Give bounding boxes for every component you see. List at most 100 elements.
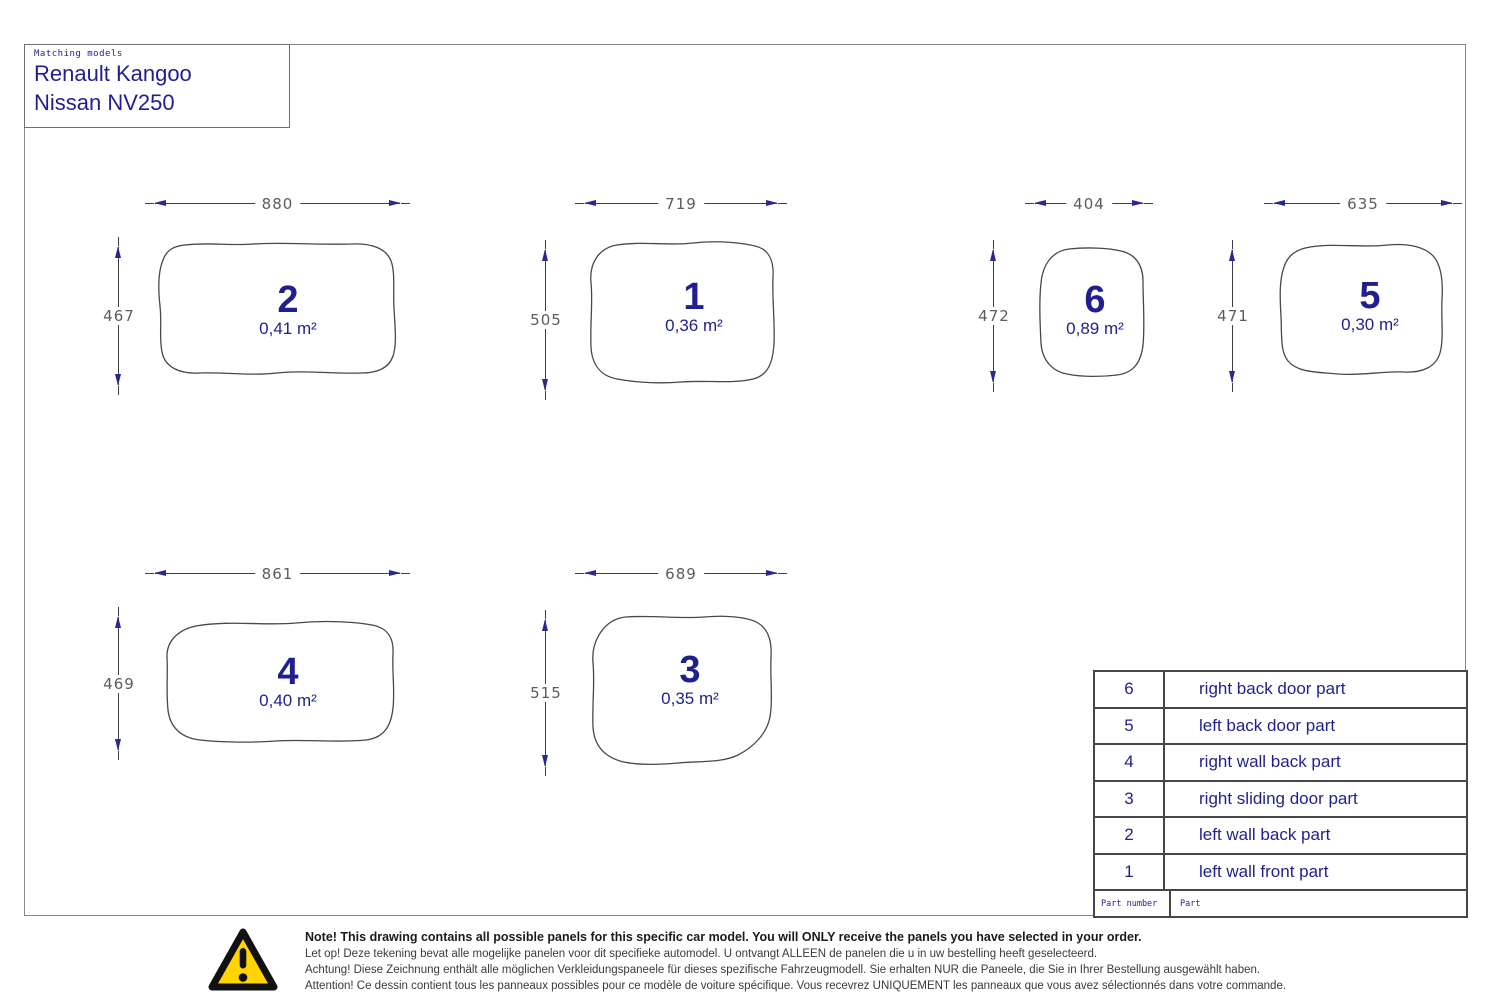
panel-6-area: 0,89 m² (1066, 318, 1124, 338)
model-name-1: Renault Kangoo (34, 61, 192, 86)
drawing-frame (24, 44, 1466, 916)
arrow-down-icon (990, 371, 996, 383)
arrow-right-icon (389, 570, 401, 576)
panel-3-area: 0,35 m² (661, 688, 719, 708)
panel-1-number: 1 (683, 276, 705, 319)
panel-5-area: 0,30 m² (1341, 314, 1399, 334)
note-line-de: Achtung! Diese Zeichnung enthält alle mö… (305, 964, 1261, 976)
arrow-down-icon (1229, 371, 1235, 383)
table-row: 6 right back door part (1095, 672, 1466, 709)
panel-4-label: 4 0,40 m² (259, 651, 317, 711)
panel-1-height-dimension: 505 (523, 240, 569, 400)
arrow-left-icon (154, 200, 166, 206)
part-name-cell: right sliding door part (1199, 788, 1358, 808)
arrow-up-icon (1229, 249, 1235, 261)
panel-5-outline (1279, 243, 1443, 376)
part-name-cell: right back door part (1199, 679, 1346, 699)
part-header: Part (1180, 898, 1201, 909)
panel-4-area: 0,40 m² (259, 690, 317, 710)
arrow-right-icon (766, 570, 778, 576)
part-number-cell: 6 (1095, 672, 1165, 707)
panel-4-number: 4 (277, 651, 299, 694)
arrow-up-icon (990, 249, 996, 261)
panel-2-width-dimension: 880 (145, 195, 410, 213)
panel-6-number: 6 (1084, 279, 1106, 322)
panel-6-label: 6 0,89 m² (1066, 279, 1124, 339)
arrow-right-icon (1132, 200, 1144, 206)
panel-1-area: 0,36 m² (665, 315, 723, 335)
panel-3-height-value: 515 (523, 684, 569, 702)
panel-1-width-value: 719 (658, 195, 704, 213)
part-number-cell: 2 (1095, 818, 1165, 853)
arrow-left-icon (584, 570, 596, 576)
table-row: 1 left wall front part (1095, 854, 1466, 891)
arrow-left-icon (1034, 200, 1046, 206)
arrow-left-icon (1273, 200, 1285, 206)
panel-4-height-value: 469 (96, 674, 142, 693)
arrow-up-icon (115, 616, 121, 628)
panel-3-number: 3 (679, 649, 701, 692)
title-block: Matching models Renault Kangoo Nissan NV… (24, 44, 290, 128)
part-number-cell: 5 (1095, 708, 1165, 743)
note-line-fr: Attention! Ce dessin contient tous les p… (305, 980, 1287, 992)
panel-2-height-dimension: 467 (96, 237, 142, 395)
arrow-up-icon (542, 249, 548, 261)
model-name-2: Nissan NV250 (34, 90, 175, 116)
panel-3-height-dimension: 515 (523, 610, 569, 776)
panel-4-outline (166, 620, 395, 743)
table-row: 4 right wall back part (1095, 745, 1466, 782)
arrow-left-icon (584, 200, 596, 206)
matching-models-label: Matching models (34, 49, 123, 59)
parts-table: 6 right back door part 5 left back door … (1093, 670, 1468, 918)
panel-5-width-value: 635 (1340, 195, 1386, 213)
part-number-cell: 4 (1095, 745, 1165, 780)
table-header-row: Part number Part (1095, 891, 1466, 916)
panel-1-height-value: 505 (523, 311, 569, 329)
table-row: 5 left back door part (1095, 708, 1466, 745)
panel-2-width-value: 880 (254, 195, 301, 213)
panel-6-width-value: 404 (1066, 195, 1112, 213)
panel-5-label: 5 0,30 m² (1341, 275, 1399, 335)
arrow-right-icon (1441, 200, 1453, 206)
part-name-cell: left back door part (1199, 715, 1336, 735)
arrow-up-icon (542, 619, 548, 631)
panel-1-width-dimension: 719 (575, 195, 787, 213)
panel-1-outline (590, 241, 775, 384)
panel-3-label: 3 0,35 m² (661, 649, 719, 709)
panel-4-width-dimension: 861 (145, 565, 410, 583)
warning-note: Note! This drawing contains all possible… (305, 929, 1286, 994)
panel-2-outline (158, 242, 397, 375)
panel-5-height-dimension: 471 (1210, 240, 1256, 392)
panel-2-label: 2 0,41 m² (259, 281, 317, 339)
panel-6-outline (1039, 247, 1145, 378)
part-number-header: Part number (1095, 891, 1171, 916)
arrow-up-icon (115, 246, 121, 258)
panel-2-height-value: 467 (96, 307, 142, 325)
panel-5-height-value: 471 (1210, 307, 1256, 325)
panel-2-area: 0,41 m² (259, 318, 317, 338)
panel-3-outline (592, 615, 773, 765)
part-name-cell: left wall back part (1199, 825, 1331, 845)
part-name-cell: right wall back part (1199, 752, 1341, 772)
panel-1-label: 1 0,36 m² (665, 276, 723, 336)
panel-6-width-dimension: 404 (1025, 195, 1153, 213)
note-line-nl: Let op! Deze tekening bevat alle mogelij… (305, 948, 1098, 960)
panel-6-height-dimension: 472 (971, 240, 1017, 392)
table-row: 3 right sliding door part (1095, 781, 1466, 818)
panel-3-width-dimension: 689 (575, 565, 787, 583)
note-line-en: Note! This drawing contains all possible… (305, 930, 1142, 944)
arrow-right-icon (389, 200, 401, 206)
arrow-down-icon (542, 379, 548, 391)
panel-5-number: 5 (1359, 275, 1381, 318)
arrow-down-icon (115, 739, 121, 751)
panel-6-height-value: 472 (971, 307, 1017, 325)
panel-5-width-dimension: 635 (1264, 195, 1462, 213)
arrow-left-icon (154, 570, 166, 576)
arrow-down-icon (115, 374, 121, 386)
arrow-right-icon (766, 200, 778, 206)
panel-4-height-dimension: 469 (96, 607, 142, 760)
panel-3-width-value: 689 (658, 565, 704, 583)
table-row: 2 left wall back part (1095, 818, 1466, 855)
warning-triangle-icon (208, 928, 278, 991)
